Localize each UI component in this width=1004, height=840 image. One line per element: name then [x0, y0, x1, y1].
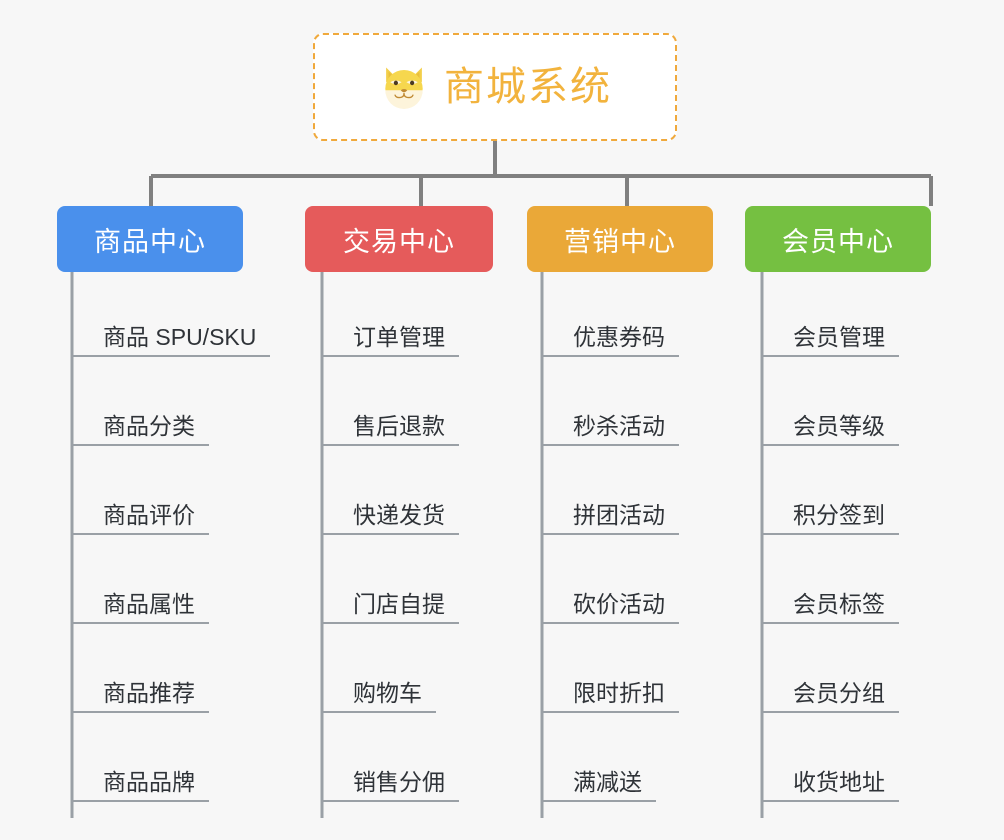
leaf-label: 门店自提 — [321, 591, 459, 625]
leaf-item[interactable]: 商品 SPU/SKU — [70, 272, 271, 361]
leaf-label: 满减送 — [541, 769, 656, 803]
leaf-column-0: 商品 SPU/SKU 商品分类 商品评价 商品属性 商品推荐 商品品牌 — [70, 272, 271, 806]
leaf-item[interactable]: 会员等级 — [761, 361, 899, 450]
leaf-item[interactable]: 快递发货 — [321, 450, 459, 539]
leaf-label: 秒杀活动 — [541, 413, 679, 447]
leaf-item[interactable]: 积分签到 — [761, 450, 899, 539]
category-header-0[interactable]: 商品中心 — [57, 206, 243, 272]
category-label-2: 营销中心 — [564, 226, 676, 257]
leaf-label: 砍价活动 — [541, 591, 679, 625]
leaf-label: 会员管理 — [761, 324, 899, 358]
leaf-item[interactable]: 商品推荐 — [71, 628, 270, 717]
leaf-label: 销售分佣 — [321, 769, 459, 803]
leaf-item[interactable]: 商品评价 — [71, 450, 270, 539]
leaf-item[interactable]: 订单管理 — [321, 272, 459, 361]
leaf-label: 优惠券码 — [541, 324, 679, 358]
leaf-item[interactable]: 拼团活动 — [541, 450, 679, 539]
shiba-dog-icon — [385, 67, 423, 109]
root-title: 商城系统 — [444, 65, 612, 109]
leaf-item[interactable]: 门店自提 — [321, 539, 459, 628]
leaf-label: 拼团活动 — [541, 502, 679, 536]
leaf-item[interactable]: 优惠券码 — [541, 272, 679, 361]
leaf-label: 会员等级 — [761, 413, 899, 447]
leaf-item[interactable]: 砍价活动 — [541, 539, 679, 628]
leaf-item[interactable]: 收货地址 — [761, 717, 899, 806]
leaf-item[interactable]: 商品属性 — [71, 539, 270, 628]
leaf-label: 会员标签 — [761, 591, 899, 625]
leaf-label: 快递发货 — [321, 502, 459, 536]
category-header-2[interactable]: 营销中心 — [527, 206, 713, 272]
category-header-3[interactable]: 会员中心 — [745, 206, 931, 272]
leaf-label: 订单管理 — [321, 324, 459, 358]
leaf-item[interactable]: 购物车 — [321, 628, 459, 717]
leaf-item[interactable]: 商品品牌 — [71, 717, 270, 806]
leaf-label: 收货地址 — [761, 769, 899, 803]
leaf-label: 会员分组 — [761, 680, 899, 714]
leaf-column-3: 会员管理 会员等级 积分签到 会员标签 会员分组 收货地址 — [761, 272, 899, 806]
leaf-label: 商品属性 — [71, 591, 209, 625]
leaf-item[interactable]: 会员管理 — [761, 272, 899, 361]
leaf-label: 商品评价 — [71, 502, 209, 536]
leaf-label: 商品 SPU/SKU — [70, 324, 271, 358]
leaf-column-2: 优惠券码 秒杀活动 拼团活动 砍价活动 限时折扣 满减送 — [541, 272, 679, 806]
category-label-1: 交易中心 — [343, 226, 455, 257]
leaf-label: 售后退款 — [321, 413, 459, 447]
leaf-label: 商品品牌 — [71, 769, 209, 803]
leaf-item[interactable]: 销售分佣 — [321, 717, 459, 806]
leaf-item[interactable]: 商品分类 — [71, 361, 270, 450]
leaf-item[interactable]: 售后退款 — [321, 361, 459, 450]
leaf-label: 限时折扣 — [541, 680, 679, 714]
leaf-column-1: 订单管理 售后退款 快递发货 门店自提 购物车 销售分佣 — [321, 272, 459, 806]
category-header-1[interactable]: 交易中心 — [305, 206, 493, 272]
category-label-3: 会员中心 — [782, 226, 894, 257]
leaf-item[interactable]: 会员分组 — [761, 628, 899, 717]
category-label-0: 商品中心 — [94, 226, 206, 257]
leaf-label: 积分签到 — [761, 502, 899, 536]
leaf-item[interactable]: 限时折扣 — [541, 628, 679, 717]
leaf-item[interactable]: 满减送 — [541, 717, 679, 806]
leaf-label: 购物车 — [321, 680, 436, 714]
leaf-label: 商品推荐 — [71, 680, 209, 714]
root-node[interactable]: 商城系统 — [313, 33, 677, 141]
leaf-item[interactable]: 秒杀活动 — [541, 361, 679, 450]
leaf-item[interactable]: 会员标签 — [761, 539, 899, 628]
leaf-label: 商品分类 — [71, 413, 209, 447]
